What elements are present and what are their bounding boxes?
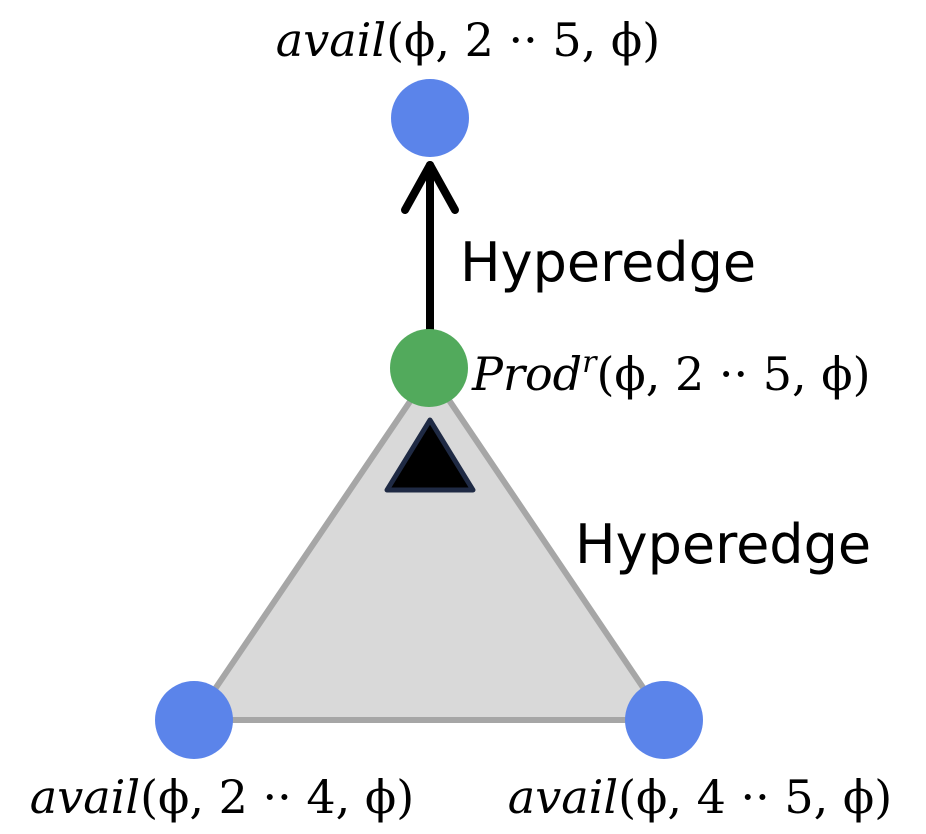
middle-node-label: Prodr(ϕ, 2 ·· 5, ϕ) — [471, 345, 871, 401]
top-node-label: avail(ϕ, 2 ·· 5, ϕ) — [276, 13, 660, 67]
triangle-hyperedge — [191, 369, 668, 723]
triangle-hyperedge-label: Hyperedge — [575, 513, 871, 576]
arrow-hyperedge-label: Hyperedge — [460, 231, 756, 294]
bottom-right-node-label: avail(ϕ, 4 ·· 5, ϕ) — [508, 770, 892, 824]
arrow-hyperedge — [401, 161, 459, 339]
bottom-right-node — [625, 681, 703, 759]
middle-node — [390, 329, 468, 407]
top-node — [391, 79, 469, 157]
bottom-left-node-label: avail(ϕ, 2 ·· 4, ϕ) — [30, 770, 414, 824]
hyperedge-direction-marker — [384, 417, 476, 493]
bottom-left-node — [155, 681, 233, 759]
